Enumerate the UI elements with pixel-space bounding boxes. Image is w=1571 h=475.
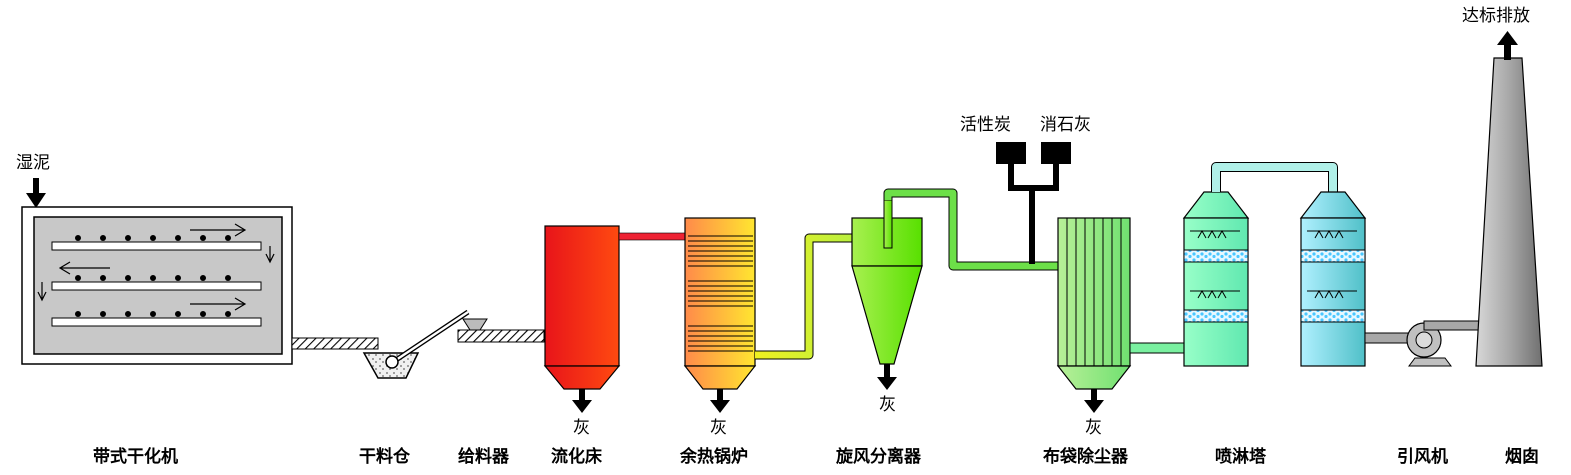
belt-dryer <box>21 206 293 365</box>
cyclone-separator <box>851 199 923 365</box>
sludge-in-arrow <box>26 178 46 208</box>
pipe-bed-to-boiler <box>618 232 686 241</box>
label-baghouse: 布袋除尘器 <box>1043 446 1129 467</box>
ash-label-boiler: 灰 <box>710 418 727 438</box>
ash-label-cyclone: 灰 <box>879 395 896 415</box>
label-spray-tower: 喷淋塔 <box>1215 446 1267 467</box>
ash-label-baghouse: 灰 <box>1085 418 1102 438</box>
label-induced-fan: 引风机 <box>1397 446 1448 467</box>
activated-carbon-label: 活性炭 <box>960 115 1011 135</box>
label-dry-silo: 干料仓 <box>359 446 411 467</box>
label-cyclone: 旋风分离器 <box>835 446 922 467</box>
ash-arrows <box>572 364 1104 413</box>
feeder <box>457 318 545 343</box>
label-fluidized-bed: 流化床 <box>551 446 603 467</box>
reagent-hoppers <box>996 142 1071 264</box>
label-feeder: 给料器 <box>458 446 510 467</box>
label-waste-heat-boiler: 余热锅炉 <box>679 446 748 467</box>
fluidized-bed <box>543 225 621 390</box>
slaked-lime-label: 消石灰 <box>1040 115 1091 135</box>
emission-label: 达标排放 <box>1462 6 1530 26</box>
label-belt-dryer: 带式干化机 <box>93 446 178 467</box>
waste-heat-boiler <box>683 217 757 390</box>
emission-arrow <box>1497 31 1518 60</box>
dryer-screw-conveyor <box>291 337 379 350</box>
induced-draft-fan <box>1406 320 1481 367</box>
wet-sludge-label: 湿泥 <box>16 153 50 173</box>
chimney <box>1475 57 1543 367</box>
pipe-tower-to-fan <box>1364 332 1411 344</box>
spray-tower-1 <box>1182 191 1250 367</box>
dry-silo <box>362 309 470 379</box>
ash-label-fluidized-bed: 灰 <box>573 418 590 438</box>
spray-tower-2 <box>1299 191 1367 367</box>
label-chimney: 烟囱 <box>1505 446 1539 467</box>
pipe-boiler-to-cyclone <box>755 233 855 360</box>
baghouse <box>1056 217 1132 390</box>
pipe-baghouse-to-tower <box>1129 342 1185 354</box>
